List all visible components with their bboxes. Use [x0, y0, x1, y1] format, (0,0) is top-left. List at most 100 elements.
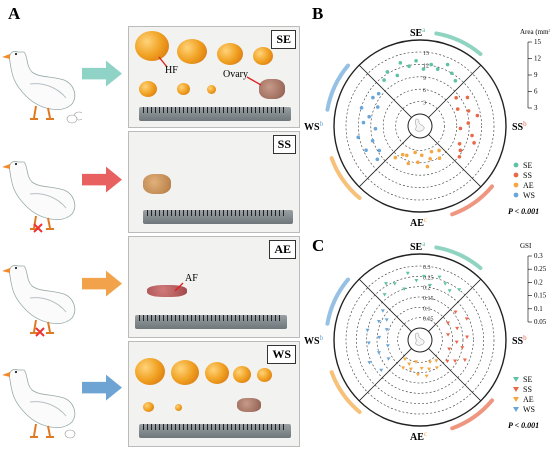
data-point-ws	[366, 341, 371, 345]
data-point-ae	[425, 164, 430, 169]
ruler	[139, 107, 291, 121]
data-point-ss	[475, 113, 480, 118]
data-point-se	[402, 287, 407, 291]
data-point-se	[435, 67, 440, 71]
grid-ring	[376, 296, 464, 384]
follicle	[139, 81, 157, 97]
follicle	[205, 362, 229, 384]
r-tick-label: 0.05	[423, 317, 434, 323]
grid-ring	[397, 317, 443, 363]
goose-center-icon	[415, 118, 425, 132]
data-point-ws	[370, 138, 375, 143]
annotation-af: AF	[185, 273, 198, 284]
legend-label-ss: SS	[523, 385, 532, 394]
grid-ring	[345, 51, 495, 201]
data-point-ae	[434, 366, 439, 370]
data-point-se	[421, 274, 426, 279]
r-tick-label: 3	[423, 101, 426, 107]
legend-label-ae: AE	[523, 181, 534, 190]
panel-label-c: C	[312, 236, 325, 255]
data-point-se	[445, 62, 450, 67]
data-point-ss	[465, 95, 470, 100]
data-point-ss	[472, 141, 476, 145]
annotation-hf: HF	[165, 65, 178, 76]
data-point-se	[395, 73, 400, 78]
season-arrow-icon	[434, 31, 483, 56]
grid-ring	[356, 276, 484, 404]
r-tick-label: 6	[423, 88, 426, 94]
follicle	[177, 83, 190, 95]
follicle	[207, 85, 216, 94]
ruler	[139, 424, 291, 438]
data-point-ss	[466, 109, 471, 113]
legend-marker-ss	[513, 172, 519, 178]
data-point-ws	[371, 95, 375, 100]
legend-tick-label: 0.25	[534, 265, 547, 273]
legend-marker-ss	[513, 387, 519, 392]
data-point-ss	[457, 154, 462, 159]
data-point-ae	[415, 373, 420, 377]
follicle	[217, 43, 243, 65]
data-point-ae	[413, 360, 418, 364]
r-tick-label: 0.1	[423, 306, 431, 312]
season-arrow-icon	[325, 63, 350, 112]
panel-label-a: A	[8, 4, 21, 23]
follicle	[143, 402, 154, 412]
goose-ws-icon	[1, 368, 76, 438]
grid-ring	[382, 88, 458, 164]
season-label-ss: SSb	[512, 334, 527, 347]
data-point-ss	[453, 310, 458, 315]
data-point-ws	[365, 328, 370, 333]
data-point-se	[382, 78, 386, 82]
goose-illustrations	[1, 50, 82, 439]
data-point-ae	[404, 153, 409, 158]
data-point-ws	[359, 106, 364, 110]
data-point-ws	[373, 126, 378, 131]
data-point-ws	[377, 148, 382, 153]
grid-ring	[366, 286, 474, 394]
data-point-ae	[434, 359, 439, 363]
legend-marker-se	[513, 162, 519, 168]
season-label-ss: SSb	[512, 120, 527, 133]
legend-marker-ae	[513, 397, 519, 402]
r-tick-label: 15	[423, 51, 429, 57]
follicle	[135, 358, 165, 385]
legend-marker-ws	[513, 192, 519, 198]
legend-label-se: SE	[523, 375, 532, 384]
photo-tag: WS	[267, 345, 296, 364]
legend-marker-ae	[513, 182, 519, 188]
data-point-ws	[380, 309, 385, 313]
polar-chart-c: 0.050.10.150.20.250.3SEaSSbAEcWSbGSI0.30…	[304, 240, 547, 443]
data-point-ws	[375, 157, 380, 162]
data-point-ss	[470, 133, 474, 138]
data-point-se	[421, 67, 426, 71]
data-point-se	[457, 288, 462, 292]
data-point-ae	[413, 150, 417, 155]
data-point-ae	[393, 155, 398, 160]
data-point-se	[407, 64, 411, 69]
data-point-ws	[376, 91, 381, 96]
ruler	[143, 210, 293, 224]
r-tick-label: 0.15	[423, 296, 434, 302]
p-value: P < 0.001	[508, 207, 539, 216]
arrow-se-icon	[82, 60, 122, 87]
legend-label-se: SE	[523, 161, 532, 170]
grid-ring	[358, 64, 482, 188]
legend-tick-label: 0.05	[534, 318, 547, 326]
data-point-ws	[356, 135, 360, 140]
data-point-ss	[454, 340, 459, 345]
season-arrow-icon	[329, 370, 362, 415]
data-point-ws	[376, 319, 381, 324]
data-point-ae	[419, 366, 424, 371]
data-point-ws	[386, 357, 391, 361]
legend-marker-se	[513, 377, 519, 382]
r-tick-label: 9	[423, 76, 426, 82]
season-label-se: SEa	[410, 240, 426, 253]
data-point-se	[382, 293, 387, 297]
season-arrows	[82, 60, 122, 401]
legend-tick-label: 0.1	[534, 305, 543, 313]
data-point-ae	[437, 148, 441, 153]
outer-ring	[333, 253, 507, 427]
data-point-se	[453, 78, 458, 83]
